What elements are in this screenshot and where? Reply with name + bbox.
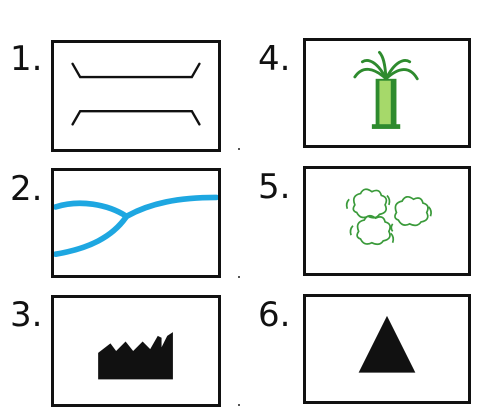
symbol-box-6 [303, 294, 471, 404]
river-confluence-icon [54, 194, 218, 258]
symbol-number-3: 3. [10, 295, 43, 335]
bushes-icon [345, 188, 432, 246]
symbol-number-5: 5. [258, 167, 291, 207]
symbol-box-1 [51, 40, 221, 152]
symbol-number-6: 6. [258, 295, 291, 335]
page-dot [238, 404, 240, 406]
bridge-icon [71, 62, 201, 126]
symbol-number-1: 1. [10, 39, 43, 79]
symbol-box-4 [303, 38, 471, 148]
symbol-number-4: 4. [258, 39, 291, 79]
palm-tree-icon [353, 50, 419, 129]
page-dot [238, 276, 240, 278]
symbol-box-2 [51, 168, 221, 278]
symbol-box-3 [51, 295, 221, 407]
factory-icon [98, 332, 173, 380]
page-dot [238, 148, 240, 150]
symbol-box-5 [303, 166, 471, 276]
symbol-number-2: 2. [10, 169, 43, 209]
mountain-peak-icon [358, 315, 416, 373]
